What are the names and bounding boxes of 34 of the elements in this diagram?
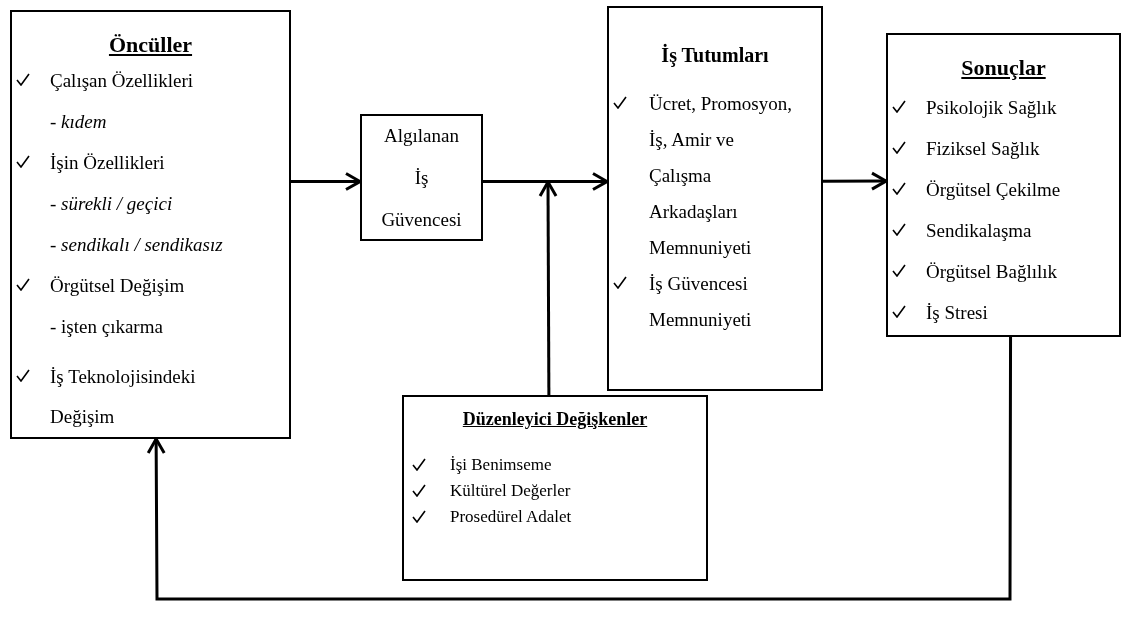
list-item-text: Sendikalaşma (926, 220, 1032, 242)
sub-item-text: - kıdem (50, 111, 107, 133)
box-heading: Düzenleyici Değişkenler (462, 409, 648, 430)
list-item-text: İş Güvencesi Memnuniyeti (649, 272, 753, 332)
list-item-text: Psikolojik Sağlık (926, 97, 1057, 119)
text-box (607, 6, 823, 391)
list-item-text: İşin Özellikleri (50, 152, 165, 174)
list-item-text: Örgütsel Bağlılık (926, 261, 1058, 283)
arrow (483, 172, 609, 192)
list-item-text: İşi Benimseme (450, 455, 552, 475)
box-label: Algılanan İş Güvencesi (380, 123, 463, 232)
list-item-text: Ücret, Promosyon, İş, Amir ve Çalışma Arkadaşları Memnuniyeti (649, 92, 793, 260)
list-item-text: İş Teknolojisindeki Değişim (50, 365, 197, 429)
arrow (146, 337, 1013, 601)
arrow (823, 171, 888, 191)
list-item-text: İş Stresi (926, 302, 988, 324)
sub-item-text: - işten çıkarma (50, 316, 163, 338)
sub-item-text: - sendikalı / sendikasız (50, 234, 223, 256)
text-box (886, 33, 1121, 337)
list-item-text: Çalışan Özellikleri (50, 70, 193, 92)
box-heading: Öncüller (108, 32, 193, 58)
list-item-text: Kültürel Değerler (450, 481, 571, 501)
arrow (538, 180, 558, 395)
list-item-text: Fiziksel Sağlık (926, 138, 1040, 160)
list-item-text: Örgütsel Çekilme (926, 179, 1061, 201)
box-heading: İş Tutumları (661, 44, 769, 67)
text-box (10, 10, 291, 439)
text-box (402, 395, 708, 581)
list-item-text: Örgütsel Değişim (50, 275, 185, 297)
sub-item-text: - sürekli / geçici (50, 193, 173, 215)
box-heading: Sonuçlar (961, 55, 1046, 81)
list-item-text: Prosedürel Adalet (450, 507, 572, 527)
arrow (291, 172, 362, 192)
text-box (360, 114, 483, 241)
